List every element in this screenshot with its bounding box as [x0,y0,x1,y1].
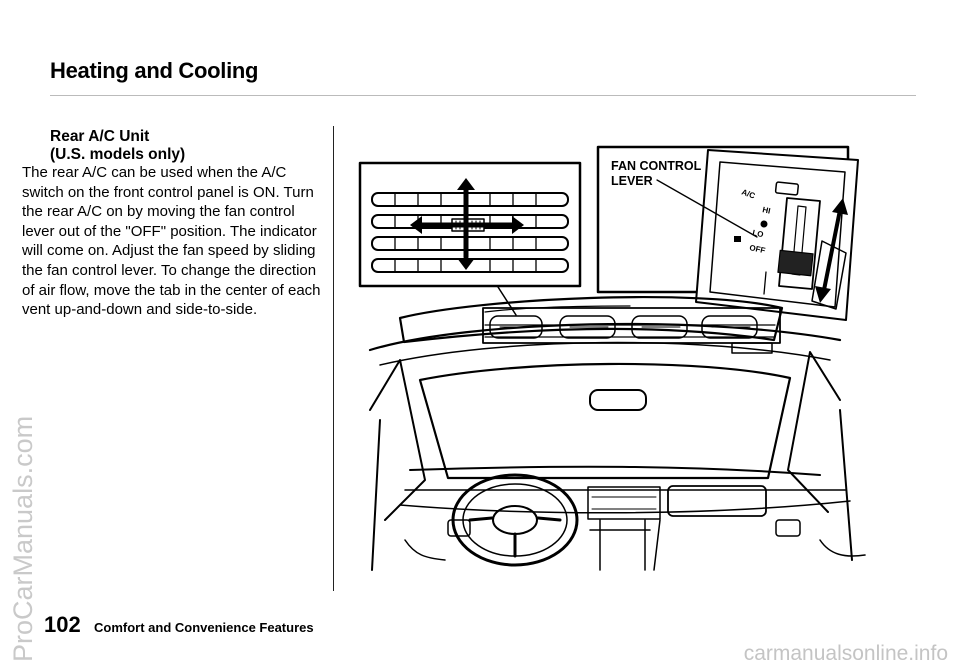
callout-label-line1: FAN CONTROL [611,159,702,173]
side-watermark: ProCarManuals.com [8,415,38,662]
vent-detail-inset [358,161,582,316]
switch-label-hi: HI [762,205,772,215]
page-title: Heating and Cooling [50,58,259,83]
page-number: 102 [44,612,81,637]
section-heading-line1: Rear A/C Unit [50,128,150,145]
switch-label-ac: A/C [740,187,756,200]
bottom-watermark: carmanualsonline.info [743,642,948,665]
body-paragraph: The rear A/C can be used when the A/C sw… [22,164,321,319]
switch-label-off: OFF [749,243,767,255]
switch-label-lo: LO [752,228,765,239]
column-divider [333,126,334,591]
vehicle-interior-drawing [368,296,866,571]
rear-ac-illustration: FAN CONTROL LEVER A/C HI LO OFF [358,145,866,571]
callout-label-line2: LEVER [611,174,653,188]
footer-section-name: Comfort and Convenience Features [94,620,314,635]
section-heading: Rear A/C Unit (U.S. models only) [50,128,185,164]
header-rule [50,95,916,96]
section-heading-line2: (U.S. models only) [50,146,186,163]
fan-control-switch-inset [596,145,859,321]
